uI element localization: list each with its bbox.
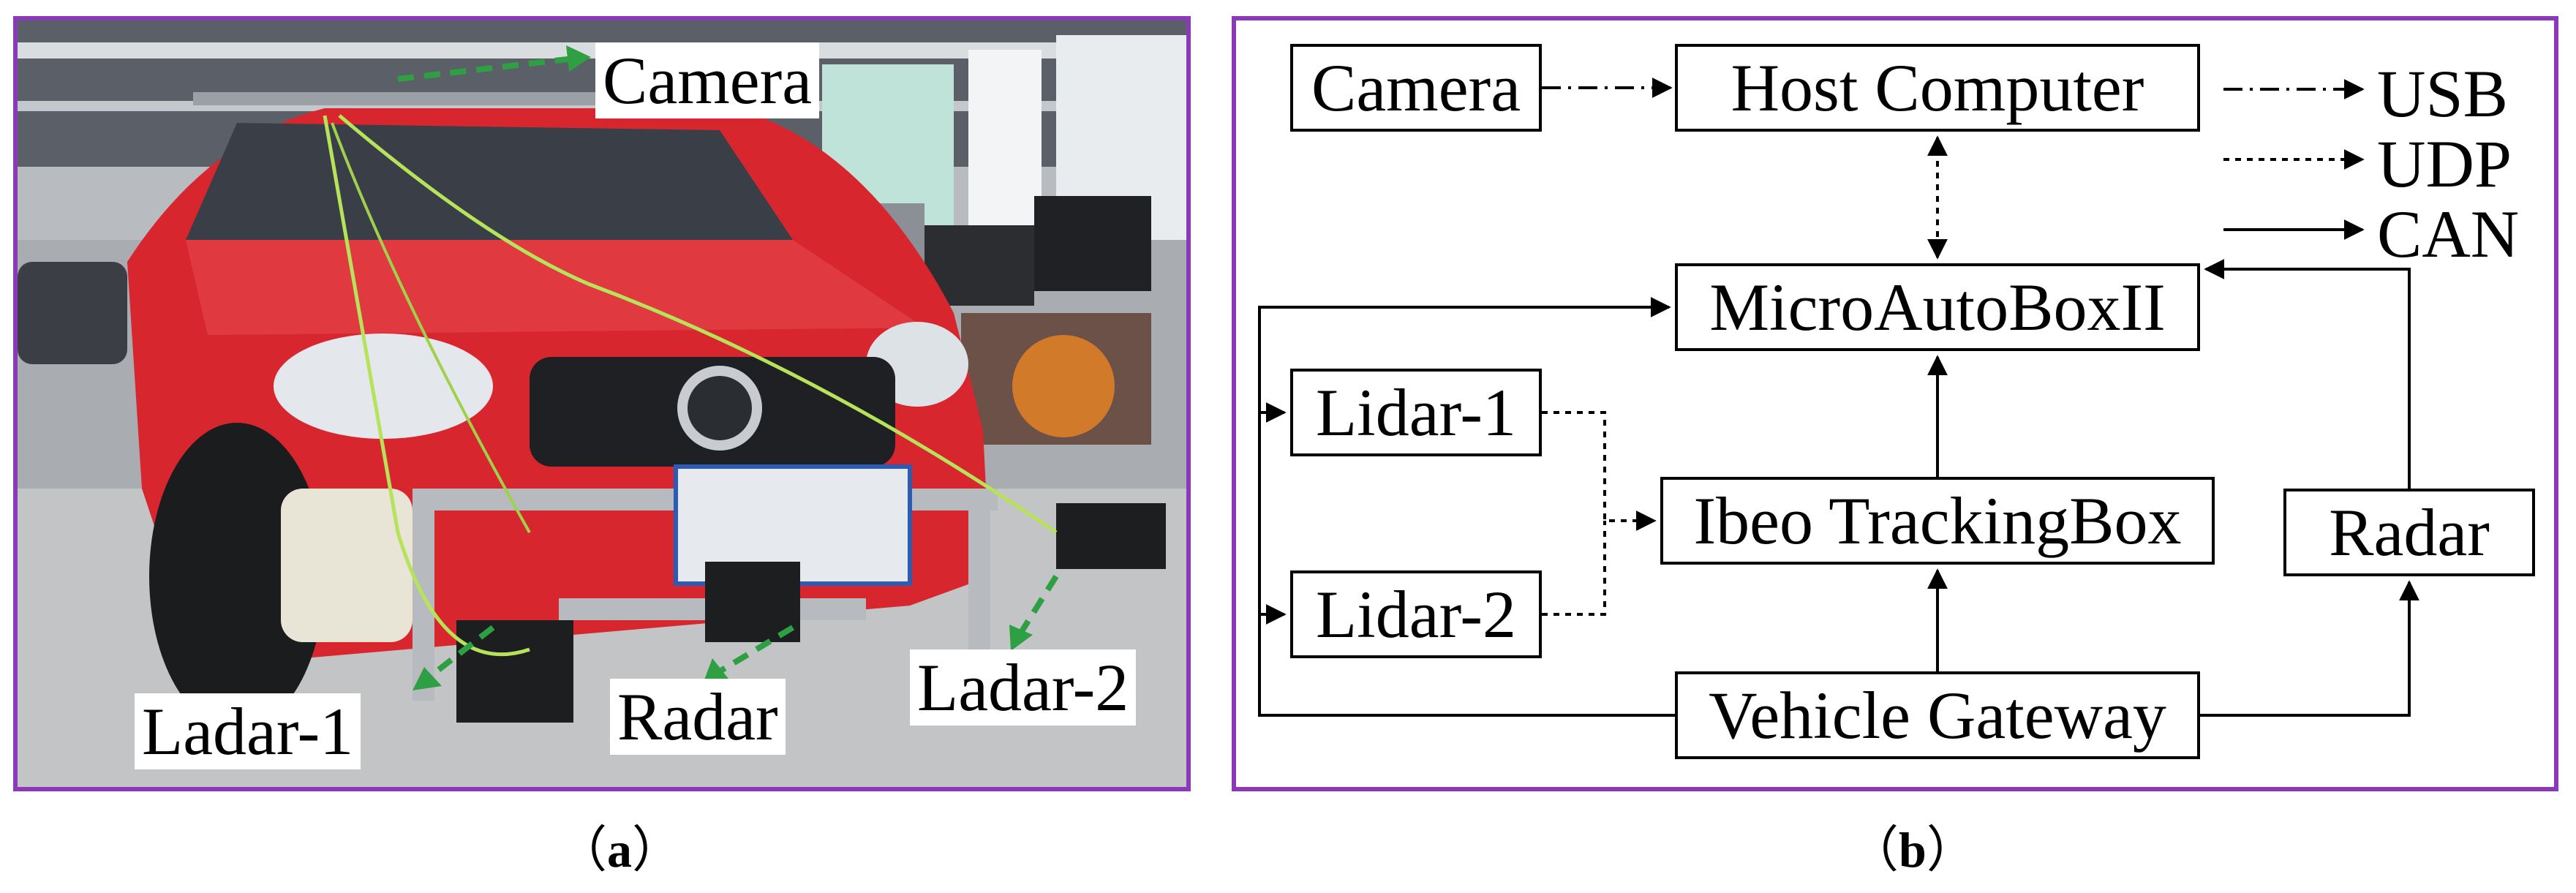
vehicle-gateway-node: Vehicle Gateway bbox=[1675, 671, 2200, 759]
legend-udp-label: UDP bbox=[2377, 127, 2512, 201]
radar-label: Radar bbox=[610, 679, 786, 755]
diagram-panel: Camera Host Computer MicroAutoBoxII Lida… bbox=[1232, 16, 2558, 791]
legend-usb-label: USB bbox=[2377, 56, 2508, 131]
vehicle-photo bbox=[18, 20, 1186, 787]
can-link-radar-mab bbox=[2204, 259, 2411, 489]
ibeo-trackingbox-node: Ibeo TrackingBox bbox=[1660, 477, 2215, 565]
can-link-gateway-radar bbox=[2200, 580, 2419, 717]
ladar2-label: Ladar-2 bbox=[910, 649, 1137, 726]
camera-label: Camera bbox=[595, 42, 820, 118]
microautobox-node: MicroAutoBoxII bbox=[1675, 263, 2200, 351]
camera-node: Camera bbox=[1290, 44, 1542, 132]
connection-lines bbox=[1258, 78, 2419, 717]
udp-link-lidar2-ibeo bbox=[1542, 521, 1606, 616]
legend-can-label: CAN bbox=[2377, 197, 2520, 271]
lidar2-node: Lidar-2 bbox=[1290, 570, 1542, 658]
radar-node: Radar bbox=[2283, 489, 2535, 576]
lidar1-node: Lidar-1 bbox=[1290, 369, 1542, 456]
photo-panel: Camera Ladar-1 Radar Ladar-2 bbox=[13, 16, 1191, 791]
caption-b: （b） bbox=[1849, 822, 1976, 878]
ladar1-label: Ladar-1 bbox=[135, 693, 361, 769]
can-link-gateway-left-bus bbox=[1258, 297, 1675, 717]
caption-a: （a） bbox=[557, 822, 682, 878]
udp-link-lidar1-ibeo bbox=[1542, 411, 1657, 531]
host-computer-node: Host Computer bbox=[1675, 44, 2200, 132]
